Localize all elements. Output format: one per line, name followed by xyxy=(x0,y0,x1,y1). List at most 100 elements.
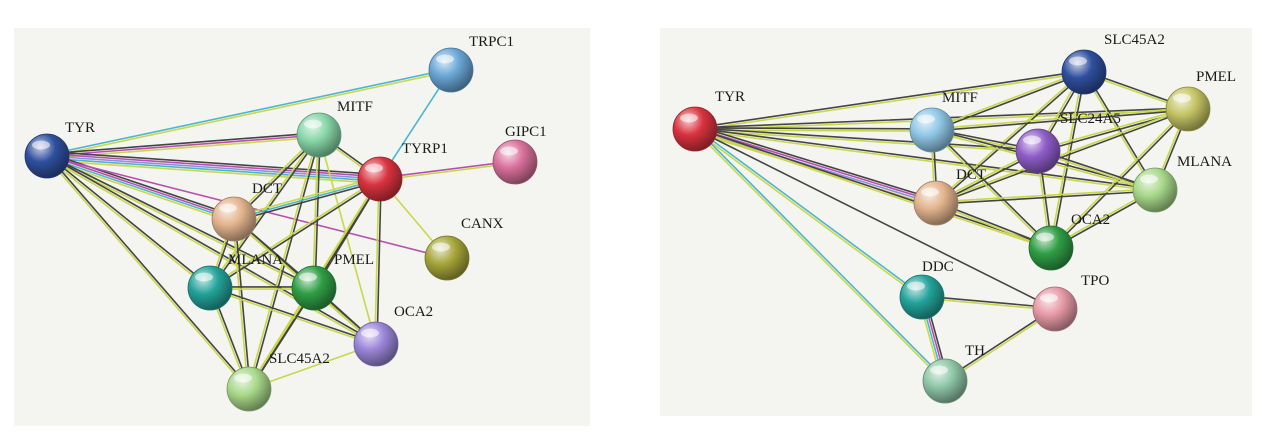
node-label: TYRP1 xyxy=(402,141,448,157)
edge-tyr-mitf xyxy=(45,132,320,155)
node-dct[interactable]: DCT xyxy=(913,167,986,226)
edge-tyr-dct xyxy=(695,125,938,201)
edge-tyr-slc45a2 xyxy=(45,155,249,391)
node-th[interactable]: TH xyxy=(922,343,985,404)
edge-tyrp1-gipc1 xyxy=(379,160,516,179)
edge-pmel-mitf xyxy=(931,107,1189,130)
node-tpo[interactable]: TPO xyxy=(1032,273,1110,332)
node-oca2[interactable]: OCA2 xyxy=(1028,212,1110,271)
node-sphere xyxy=(1165,86,1211,132)
node-slc24a5[interactable]: SLC24A5 xyxy=(1015,111,1121,174)
node-canx[interactable]: CANX xyxy=(424,216,504,281)
node-highlight xyxy=(1069,56,1087,66)
edge-tyrp1-dct xyxy=(233,178,381,220)
node-highlight xyxy=(1173,93,1191,103)
edge-tyr-dct xyxy=(46,154,236,219)
node-tyrp1[interactable]: TYRP1 xyxy=(357,141,448,202)
edge-tyr-slc24a5 xyxy=(694,127,1039,151)
node-slc45a2[interactable]: SLC45A2 xyxy=(1061,32,1165,95)
node-highlight xyxy=(234,373,252,383)
node-sphere xyxy=(1132,167,1178,213)
node-highlight xyxy=(680,113,698,123)
edge-tyr-mlana xyxy=(694,127,1156,190)
node-gipc1[interactable]: GIPC1 xyxy=(492,124,547,185)
edge-tyr-tyrp1 xyxy=(46,155,381,180)
node-highlight xyxy=(1140,174,1158,184)
edge-tyr-trpc1 xyxy=(46,70,453,158)
edge-mitf-oca2 xyxy=(930,130,1052,250)
node-sphere xyxy=(492,139,538,185)
edge-tyr-tyrp1 xyxy=(46,150,382,176)
node-tyr[interactable]: TYR xyxy=(672,89,745,152)
node-sphere xyxy=(672,106,718,152)
node-highlight xyxy=(1023,135,1041,145)
edge-tyrp1-oca2 xyxy=(376,178,382,345)
node-highlight xyxy=(299,272,317,282)
node-mlana[interactable]: MLANA xyxy=(1132,154,1232,213)
edge-tyr-tpo xyxy=(694,128,1056,310)
node-label: TPO xyxy=(1081,273,1110,289)
edge-tyr-th xyxy=(694,127,947,382)
edge-tyr-slc45a2 xyxy=(46,154,251,390)
edge-tyr-oca2 xyxy=(46,154,378,344)
node-sphere xyxy=(211,196,257,242)
node-label: GIPC1 xyxy=(505,124,547,140)
edge-tyr-dct xyxy=(694,127,938,203)
edge-mitf-oca2 xyxy=(931,128,1053,248)
node-highlight xyxy=(1040,293,1058,303)
node-slc45a2[interactable]: SLC45A2 xyxy=(226,351,330,412)
edge-pmel-dct xyxy=(935,109,1190,205)
node-oca2[interactable]: OCA2 xyxy=(353,304,433,367)
edge-tyr-slc45a2 xyxy=(693,70,1085,129)
edge-slc45a2-mitf xyxy=(931,72,1086,132)
node-mlana[interactable]: MLANA xyxy=(187,252,283,311)
node-label: SLC45A2 xyxy=(269,351,330,367)
edge-tyr-ddc xyxy=(694,127,924,297)
node-label: OCA2 xyxy=(1071,212,1110,228)
node-highlight xyxy=(500,146,518,156)
edge-tyr-mitf xyxy=(46,134,320,157)
edge-mlana-dct xyxy=(935,190,1156,205)
edge-tyr-oca2 xyxy=(694,127,1053,248)
node-highlight xyxy=(921,187,939,197)
node-highlight xyxy=(436,54,454,64)
edge-slc45a2-mlana xyxy=(1082,71,1155,192)
edge-tyr-mlana xyxy=(45,156,211,290)
edge-mlana-oca2 xyxy=(208,288,377,346)
node-trpc1[interactable]: TRPC1 xyxy=(428,34,514,93)
node-tyr[interactable]: TYR xyxy=(24,120,95,179)
edge-tyr-mitf xyxy=(694,127,933,130)
edge-tyr-dct xyxy=(693,129,937,205)
node-sphere xyxy=(353,321,399,367)
edge-tyrp1-dct xyxy=(232,176,381,218)
node-highlight xyxy=(219,203,237,213)
node-label: OCA2 xyxy=(394,304,433,320)
node-label: MITF xyxy=(337,99,373,115)
edge-tyr-th xyxy=(693,129,946,383)
node-sphere xyxy=(187,265,233,311)
node-pmel[interactable]: PMEL xyxy=(291,252,374,311)
node-dct[interactable]: DCT xyxy=(211,181,282,242)
node-mitf[interactable]: MITF xyxy=(909,90,978,153)
node-ddc[interactable]: DDC xyxy=(899,259,954,320)
edge-mlana-oca2 xyxy=(209,286,378,344)
node-highlight xyxy=(195,272,213,282)
node-label: DDC xyxy=(922,259,954,275)
node-label: MLANA xyxy=(1177,154,1232,170)
edge-tyr-pmel xyxy=(46,154,316,288)
edge-tyr-oca2 xyxy=(693,129,1052,250)
node-mitf[interactable]: MITF xyxy=(296,99,373,158)
edge-pmel-oca2 xyxy=(1049,107,1189,248)
edge-tyr-oca2 xyxy=(45,156,377,346)
node-sphere xyxy=(428,47,474,93)
node-label: MLANA xyxy=(228,252,283,268)
node-sphere xyxy=(1015,128,1061,174)
node-highlight xyxy=(432,242,450,252)
edge-slc45a2-dct xyxy=(934,70,1085,203)
edge-tyr-tyrp1 xyxy=(45,157,381,182)
node-pmel[interactable]: PMEL xyxy=(1165,69,1236,132)
edge-tyr-tyrp1 xyxy=(46,153,382,178)
node-label: MITF xyxy=(942,90,978,106)
